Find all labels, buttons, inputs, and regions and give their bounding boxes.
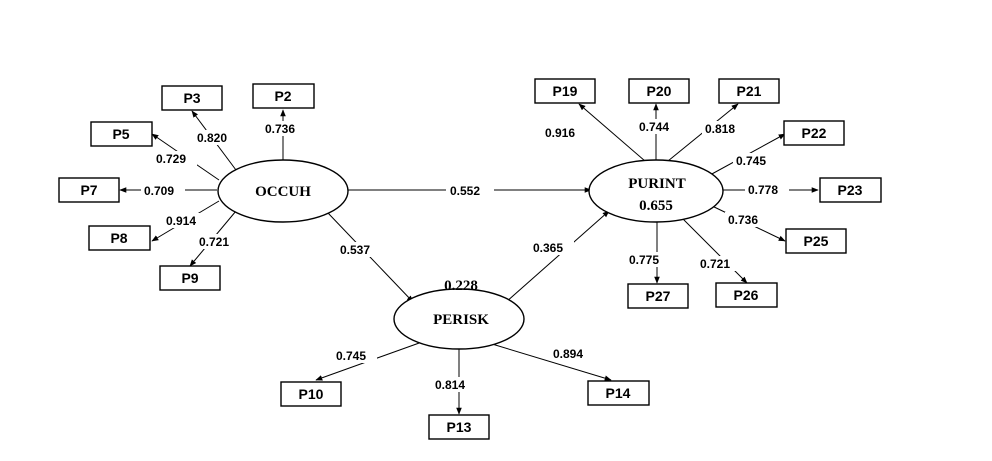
edge-purint-p26 (680, 216, 748, 284)
path-perisk-purint: 0.365 (533, 241, 563, 255)
indicator-p25-label: P25 (804, 233, 829, 249)
loading-occuh-p5: 0.729 (156, 152, 186, 166)
indicator-p13: P13 (428, 414, 490, 440)
edge-perisk-p14 (491, 343, 612, 381)
indicator-p5-label: P5 (112, 126, 129, 142)
path-occuh-perisk: 0.537 (340, 243, 370, 257)
indicator-p27-label: P27 (646, 288, 671, 304)
indicator-p8: P8 (88, 225, 151, 251)
latent-perisk-label: PERISK (433, 312, 489, 328)
loading-purint-p22: 0.745 (736, 154, 766, 168)
loading-occuh-p7: 0.709 (144, 184, 174, 198)
indicator-p20-label: P20 (647, 83, 672, 99)
loading-occuh-p2: 0.736 (265, 122, 295, 136)
indicator-p14-label: P14 (606, 385, 631, 401)
edge-occuh-perisk (327, 212, 414, 303)
indicator-p21-label: P21 (737, 83, 762, 99)
loading-purint-p26: 0.721 (700, 257, 730, 271)
indicator-p2-label: P2 (274, 88, 291, 104)
loading-occuh-p3: 0.820 (197, 131, 227, 145)
indicator-p10: P10 (280, 381, 342, 407)
indicator-p22: P22 (783, 120, 845, 146)
indicator-p14: P14 (587, 380, 650, 406)
indicator-p9: P9 (159, 265, 221, 291)
loading-purint-p23: 0.778 (748, 183, 778, 197)
loading-perisk-p10: 0.745 (336, 349, 366, 363)
loading-purint-p19: 0.916 (545, 126, 575, 140)
indicator-p23: P23 (819, 177, 882, 203)
edge-purint-p19 (578, 103, 646, 162)
indicator-p10-label: P10 (299, 386, 324, 402)
indicator-p23-label: P23 (838, 182, 863, 198)
indicator-p22-label: P22 (802, 125, 827, 141)
indicator-p21: P21 (718, 78, 780, 104)
latent-purint: PURINT 0.655 (588, 159, 724, 223)
indicator-p26-label: P26 (734, 287, 759, 303)
latent-purint-r2: 0.655 (639, 198, 673, 214)
indicator-p13-label: P13 (447, 419, 472, 435)
loading-occuh-p9: 0.721 (199, 235, 229, 249)
indicator-p7-label: P7 (80, 182, 97, 198)
loading-purint-p25: 0.736 (728, 213, 758, 227)
latent-perisk-r2: 0.228 (444, 278, 478, 294)
indicator-p3-label: P3 (183, 90, 200, 106)
path-occuh-purint: 0.552 (450, 184, 480, 198)
indicator-p5: P5 (90, 121, 153, 147)
loading-purint-p21: 0.818 (705, 122, 735, 136)
indicator-p7: P7 (58, 177, 120, 203)
latent-purint-label: PURINT (628, 176, 686, 192)
loading-labels: 0.820 0.736 0.729 0.709 0.914 0.721 0.55… (141, 119, 789, 392)
loading-perisk-p14: 0.894 (553, 347, 583, 361)
latent-occuh: OCCUH (217, 159, 349, 223)
indicator-p2: P2 (252, 83, 315, 109)
latent-occuh-label: OCCUH (255, 184, 311, 200)
indicator-p26: P26 (715, 282, 778, 308)
latent-perisk: PERISK (393, 288, 525, 350)
loading-occuh-p8: 0.914 (166, 214, 196, 228)
loading-purint-p27: 0.775 (629, 253, 659, 267)
indicator-p20: P20 (628, 78, 690, 104)
loading-perisk-p13: 0.814 (435, 378, 465, 392)
indicator-p9-label: P9 (181, 270, 198, 286)
loading-purint-p20: 0.744 (639, 120, 669, 134)
edge-perisk-purint (504, 210, 610, 304)
indicator-p27: P27 (627, 283, 689, 309)
indicator-p19: P19 (534, 78, 596, 104)
indicator-p8-label: P8 (110, 230, 127, 246)
indicator-p19-label: P19 (553, 83, 578, 99)
indicator-p3: P3 (161, 85, 223, 111)
indicator-p25: P25 (785, 228, 847, 254)
